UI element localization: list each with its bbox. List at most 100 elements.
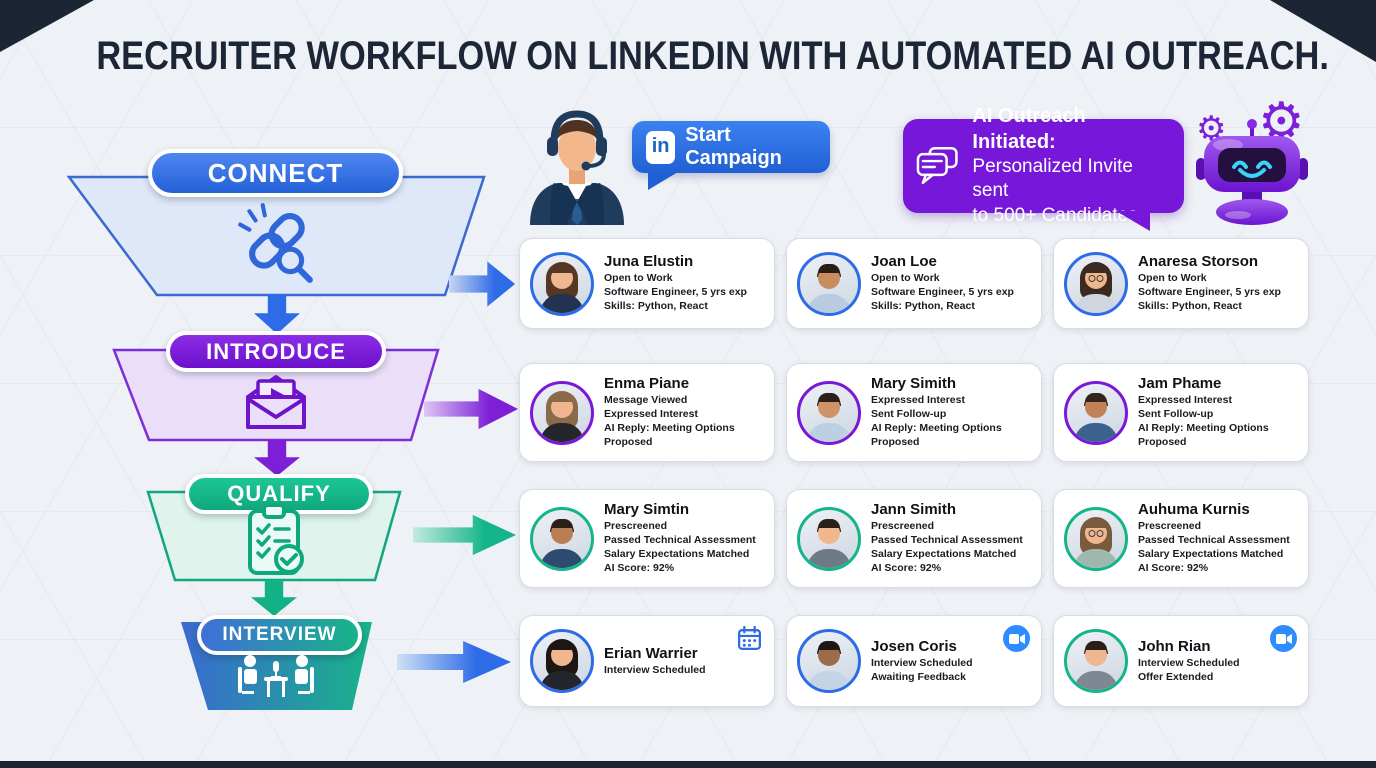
status-line: Open to Work (871, 272, 940, 285)
start-campaign-label: Start Campaign (685, 124, 782, 169)
status-line: Interview Scheduled (604, 663, 706, 676)
status-line: Sent Follow-up (1138, 408, 1214, 421)
arrow-right-icon (413, 514, 516, 556)
stage-label: INTERVIEW (222, 624, 337, 645)
avatar (530, 506, 594, 571)
page-title: RECRUITER WORKFLOW ON LINKEDIN WITH AUTO… (96, 34, 1329, 78)
linkedin-icon: in (646, 130, 676, 164)
status-line: Offer Extended (1138, 670, 1214, 683)
avatar (797, 251, 861, 316)
stage-pill-interview: INTERVIEW (197, 615, 362, 655)
candidate-card[interactable]: Juna Elustin Open to Work Software Engin… (519, 238, 775, 329)
candidate-card[interactable]: Jann Simith Prescreened Passed Technical… (786, 489, 1042, 588)
stage-pill-introduce: INTRODUCE (166, 331, 386, 372)
arrow-right-icon (397, 641, 511, 683)
candidate-name: Jam Phame (1138, 375, 1222, 393)
status-line: Software Engineer, 5 yrs exp (1138, 286, 1281, 299)
status-line: AI Reply: Meeting Options Proposed (1138, 422, 1269, 448)
candidate-card[interactable]: Auhuma Kurnis Prescreened Passed Technic… (1053, 489, 1309, 588)
avatar (530, 629, 594, 693)
candidate-card[interactable]: Jam Phame Expressed Interest Sent Follow… (1053, 363, 1309, 462)
status-line: Salary Expectations Matched (604, 548, 750, 560)
status-line: Passed Technical Assessment (871, 534, 1023, 547)
status-line: Prescreened (1138, 520, 1202, 533)
recruiter-avatar-icon (530, 110, 624, 225)
start-campaign-button[interactable]: in Start Campaign (632, 121, 830, 190)
candidate-name: Jann Simith (871, 501, 957, 519)
candidate-row-introduce: Enma Piane Message Viewed Expressed Inte… (519, 363, 1309, 462)
robot-icon (1196, 119, 1308, 225)
status-line: Expressed Interest (604, 408, 698, 421)
ai-outreach-text: AI Outreach Initiated: Personalized Invi… (972, 104, 1172, 228)
status-line: Software Engineer, 5 yrs exp (604, 286, 747, 299)
ai-robot-illustration (1190, 116, 1314, 226)
status-line: Passed Technical Assessment (1138, 534, 1290, 547)
candidate-name: Anaresa Storson (1138, 253, 1259, 271)
status-line: Open to Work (1138, 272, 1207, 285)
status-line: Skills: Python, React (871, 299, 975, 312)
bottom-bar-decoration (0, 761, 1376, 768)
status-line: Open to Work (604, 272, 673, 285)
ai-outreach-headline: AI Outreach Initiated: (972, 104, 1086, 153)
candidate-card[interactable]: Enma Piane Message Viewed Expressed Inte… (519, 363, 775, 462)
candidate-row-connect: Juna Elustin Open to Work Software Engin… (519, 238, 1309, 329)
chat-bubbles-icon (916, 147, 958, 185)
stage-pill-qualify: QUALIFY (185, 474, 373, 514)
avatar (1064, 506, 1128, 571)
candidate-card[interactable]: Joan Loe Open to Work Software Engineer,… (786, 238, 1042, 329)
video-call-icon (1003, 625, 1030, 652)
arrow-down-icon (254, 294, 300, 334)
status-line: Skills: Python, React (604, 299, 708, 312)
status-line: Salary Expectations Matched (871, 548, 1017, 560)
status-line: Skills: Python, React (1138, 299, 1242, 312)
status-line: Interview Scheduled (1138, 656, 1240, 669)
status-line: Passed Technical Assessment (604, 534, 756, 547)
status-line: Software Engineer, 5 yrs exp (871, 286, 1014, 299)
link-search-icon (238, 203, 313, 283)
calendar-icon (736, 625, 763, 657)
ai-outreach-line3: to 500+ Candidates. (972, 204, 1143, 226)
candidate-card[interactable]: Mary Simith Expressed Interest Sent Foll… (786, 363, 1042, 462)
status-line: Message Viewed (604, 394, 688, 407)
candidate-name: Mary Simith (871, 375, 957, 393)
status-line: Salary Expectations Matched (1138, 548, 1284, 560)
avatar (1064, 251, 1128, 316)
candidate-card[interactable]: Josen Coris Interview Scheduled Awaiting… (786, 615, 1042, 707)
avatar (530, 251, 594, 316)
stage-label: QUALIFY (227, 481, 331, 506)
status-line: Awaiting Feedback (871, 670, 966, 683)
status-line: AI Score: 92% (1138, 561, 1209, 574)
stage-pill-connect: CONNECT (148, 149, 403, 197)
candidate-name: Auhuma Kurnis (1138, 501, 1250, 519)
candidate-card[interactable]: Erian Warrier Interview Scheduled (519, 615, 775, 707)
avatar (797, 380, 861, 445)
status-line: AI Score: 92% (604, 561, 675, 574)
recruiter-illustration (524, 108, 630, 225)
candidate-row-interview: Erian Warrier Interview Scheduled Josen … (519, 615, 1309, 707)
candidate-row-qualify: Mary Simtin Prescreened Passed Technical… (519, 489, 1309, 588)
status-line: Prescreened (604, 520, 668, 533)
status-line: Expressed Interest (871, 394, 965, 407)
interview-table-icon (238, 655, 314, 697)
avatar (1064, 380, 1128, 445)
candidate-card[interactable]: Mary Simtin Prescreened Passed Technical… (519, 489, 775, 588)
status-line: AI Score: 92% (871, 561, 942, 574)
stage-label: CONNECT (207, 157, 344, 188)
speech-bubble-tail (648, 172, 678, 190)
candidate-name: Erian Warrier (604, 644, 698, 662)
status-line: AI Reply: Meeting Options Proposed (604, 422, 735, 448)
candidate-card[interactable]: John Rian Interview Scheduled Offer Exte… (1053, 615, 1309, 707)
candidate-card[interactable]: Anaresa Storson Open to Work Software En… (1053, 238, 1309, 329)
stage-label: INTRODUCE (206, 338, 346, 364)
arrow-down-icon (254, 440, 300, 476)
corner-decoration-top-left (0, 0, 94, 52)
candidate-name: Juna Elustin (604, 253, 694, 271)
ai-outreach-line2: Personalized Invite sent (972, 156, 1133, 202)
status-line: AI Reply: Meeting Options Proposed (871, 422, 1002, 448)
candidate-name: Enma Piane (604, 375, 690, 393)
avatar (1064, 629, 1128, 693)
candidate-name: Mary Simtin (604, 501, 690, 519)
video-call-icon (1270, 625, 1297, 652)
avatar (797, 629, 861, 693)
candidate-name: Josen Coris (871, 637, 957, 655)
